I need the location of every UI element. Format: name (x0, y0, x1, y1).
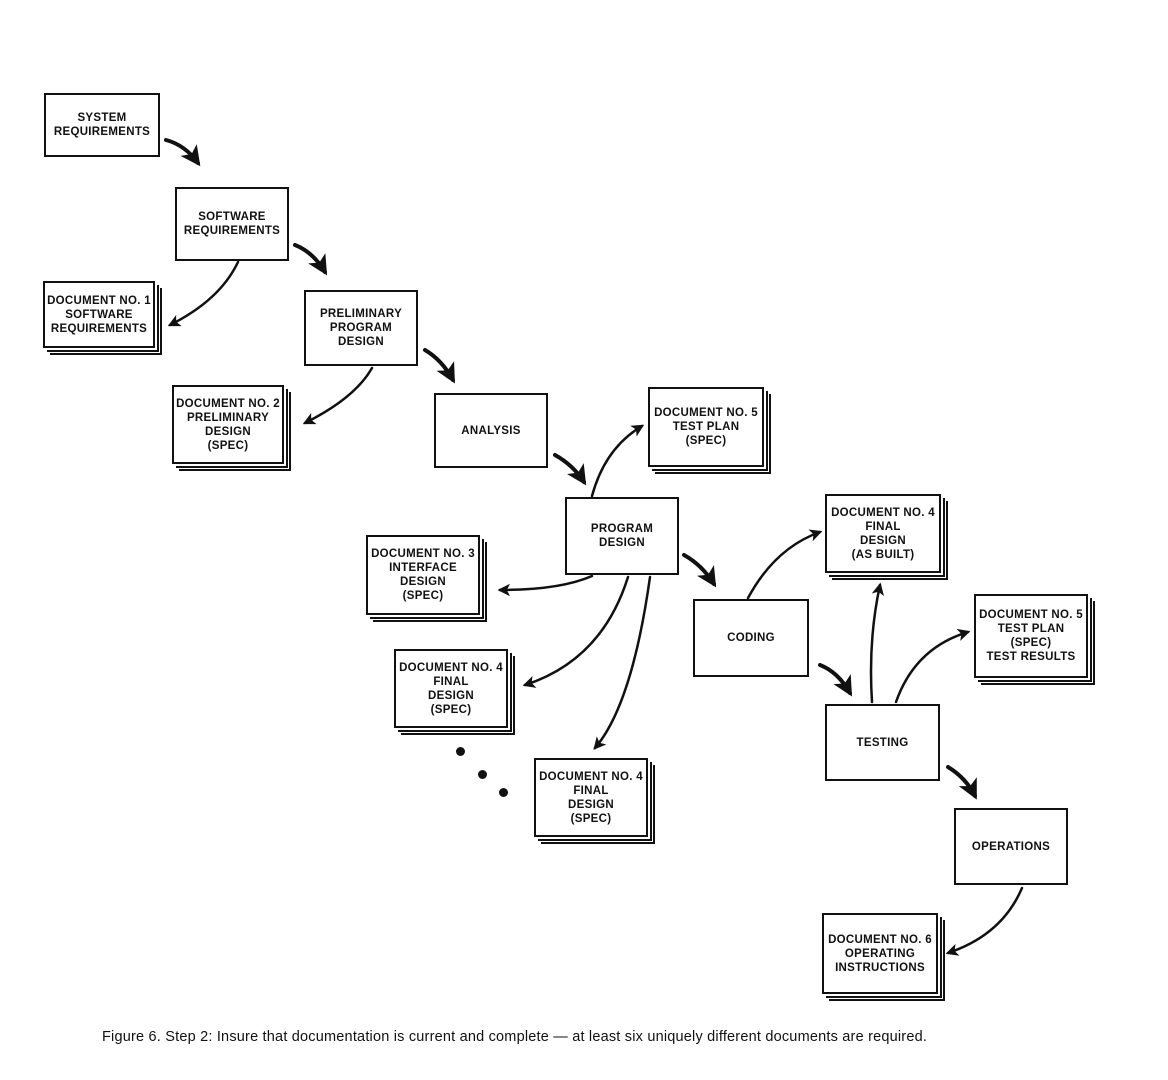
arrow-testing-to-operations (946, 765, 977, 800)
doc-label: DOCUMENT NO. 4 (831, 506, 935, 519)
doc-label: FINAL (865, 520, 901, 533)
doc-label: DOCUMENT NO. 6 (828, 933, 932, 946)
doc-label: DOCUMENT NO. 3 (371, 548, 475, 560)
arrow-coding-to-testing (818, 663, 852, 697)
doc-label: TEST RESULTS (986, 651, 1076, 663)
operations-box: OPERATIONS (954, 808, 1068, 885)
arrow-program-design-to-coding (682, 553, 717, 588)
doc-label: FINAL (573, 784, 609, 797)
doc-label: DOCUMENT NO. 4 (399, 661, 503, 674)
arrow-preliminary-to-doc2 (302, 366, 374, 425)
arrow-software-to-preliminary (293, 243, 328, 276)
ellipsis-dot (478, 770, 487, 779)
program-design-box: PROGRAM DESIGN (565, 497, 679, 575)
document-3-book: DOCUMENT NO. 3 INTERFACE DESIGN (SPEC) (366, 535, 480, 615)
doc-label: OPERATING (844, 947, 916, 960)
ellipsis-dot (456, 747, 465, 756)
box-label: SOFTWARE (198, 211, 266, 223)
box-label: OPERATIONS (971, 840, 1051, 853)
doc-label: DOCUMENT NO. 5 (654, 407, 758, 419)
ellipsis-dot (499, 788, 508, 797)
box-label: DESIGN (599, 537, 645, 549)
doc-label: (SPEC) (685, 435, 727, 447)
document-5-test-plan-book: DOCUMENT NO. 5 TEST PLAN (SPEC) (648, 387, 764, 467)
arrow-program-design-to-doc5a (590, 424, 645, 498)
doc-label: DOCUMENT NO. 5 (979, 609, 1083, 621)
doc-label: INTERFACE (389, 562, 457, 574)
box-label: TESTING (856, 736, 909, 749)
arrow-program-design-to-doc3 (497, 574, 594, 597)
doc-label: DOCUMENT NO. 1 (47, 294, 151, 307)
doc-label: REQUIREMENTS (50, 322, 148, 335)
box-label: ANALYSIS (461, 424, 521, 437)
doc-label: DESIGN (860, 534, 906, 547)
box-label: REQUIREMENTS (183, 225, 281, 237)
box-label: PROGRAM (590, 523, 654, 535)
arrow-software-to-doc1 (167, 260, 240, 327)
arrow-coding-to-doc4c (746, 529, 823, 600)
preliminary-program-design-box: PRELIMINARY PROGRAM DESIGN (304, 290, 418, 366)
doc-label: FINAL (433, 675, 469, 688)
testing-box: TESTING (825, 704, 940, 781)
doc-label: (AS BUILT) (851, 548, 915, 561)
doc-label: (SPEC) (207, 439, 249, 452)
analysis-box: ANALYSIS (434, 393, 548, 468)
figure-caption: Figure 6. Step 2: Insure that documentat… (102, 1029, 928, 1045)
doc-label: TEST PLAN (997, 623, 1065, 635)
arrow-program-design-to-doc4a (522, 575, 630, 688)
arrow-testing-to-doc4c (869, 582, 884, 704)
doc-label: DESIGN (400, 576, 446, 588)
system-requirements-box: SYSTEM REQUIREMENTS (44, 93, 160, 157)
box-label: CODING (727, 632, 775, 644)
arrow-system-to-software (164, 138, 201, 167)
doc-label: (SPEC) (1010, 637, 1052, 649)
arrow-operations-to-doc6 (945, 886, 1024, 956)
doc-label: (SPEC) (402, 590, 444, 602)
doc-label: SOFTWARE (65, 308, 133, 321)
doc-label: DESIGN (205, 425, 251, 438)
arrow-testing-to-doc5b (894, 628, 971, 704)
doc-label: (SPEC) (430, 703, 472, 716)
box-label: DESIGN (338, 336, 384, 348)
doc-label: DOCUMENT NO. 4 (539, 770, 643, 783)
box-label: PRELIMINARY (319, 308, 403, 320)
arrow-preliminary-to-analysis (423, 348, 455, 384)
doc-label: INSTRUCTIONS (835, 961, 925, 974)
doc-label: DESIGN (568, 798, 614, 811)
doc-label: DESIGN (428, 689, 474, 702)
box-label: PROGRAM (329, 322, 393, 334)
document-5-test-results-book: DOCUMENT NO. 5 TEST PLAN (SPEC) TEST RESULT… (974, 594, 1088, 678)
box-label: REQUIREMENTS (53, 126, 151, 138)
software-requirements-box: SOFTWARE REQUIREMENTS (175, 187, 289, 261)
doc-label: DOCUMENT NO. 2 (176, 397, 280, 410)
doc-label: (SPEC) (570, 812, 612, 825)
arrow-program-design-to-doc4b (593, 575, 652, 750)
arrow-analysis-to-program-design (553, 453, 587, 486)
doc-label: PRELIMINARY (186, 411, 270, 424)
coding-box: CODING (693, 599, 809, 677)
box-label: SYSTEM (77, 112, 127, 124)
doc-label: TEST PLAN (672, 421, 740, 433)
